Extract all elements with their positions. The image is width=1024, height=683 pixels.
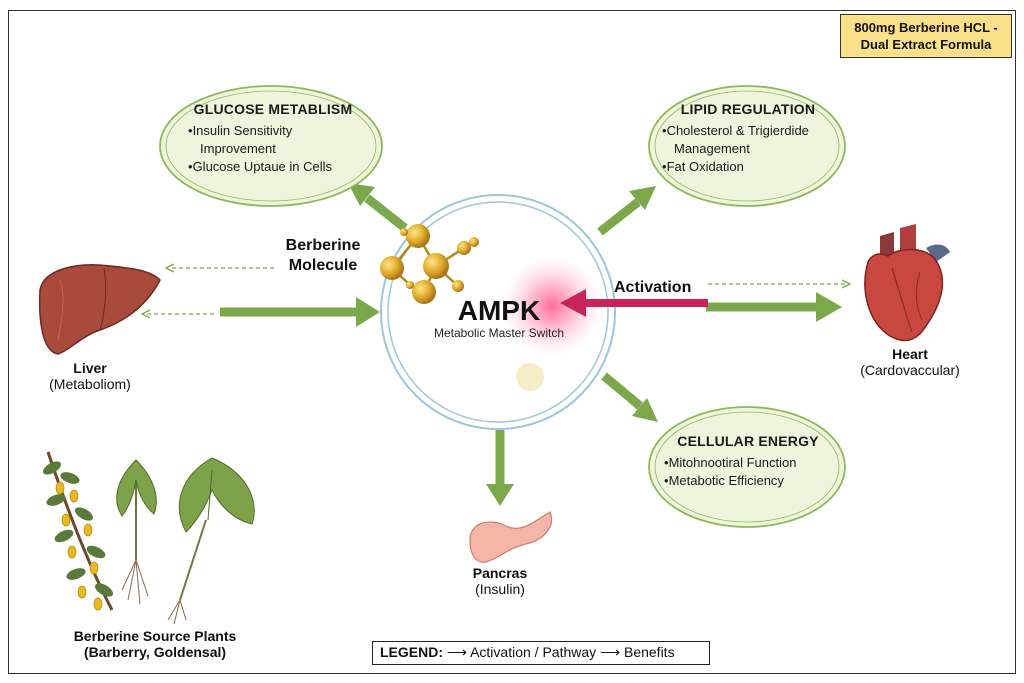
glucose-oval-text: GLUCOSE METABLISM Insulin Sensitivity Im…: [188, 101, 358, 176]
lipid-oval: [648, 85, 846, 207]
energy-item: Mitohnootiral Function: [664, 454, 832, 472]
glucose-item: Improvement: [200, 141, 276, 156]
liver-name: Liver: [73, 360, 107, 376]
heart-name: Heart: [892, 346, 928, 362]
molecule-label: Berberine Molecule: [270, 236, 376, 276]
dashed-arrows: [140, 263, 852, 319]
diagram-frame: [8, 10, 1016, 674]
pancreas-name: Pancras: [472, 565, 528, 581]
heart-icon: [864, 224, 950, 342]
ampk-label: AMPK Metabolic Master Switch: [416, 295, 582, 341]
legend-text: ⟶ Activation / Pathway ⟶ Benefits: [446, 644, 675, 660]
glucose-oval: [159, 85, 383, 207]
ampk-title: AMPK: [457, 295, 541, 326]
arrow-liver-to-center: [220, 297, 380, 327]
activation-label: Activation: [614, 279, 692, 296]
arrow-to-energy: [601, 372, 658, 422]
ampk-subtitle: Metabolic Master Switch: [433, 326, 565, 340]
lipid-item: Fat Oxidation: [662, 158, 834, 176]
glucose-item: Glucose Uptaue in Cells: [188, 158, 358, 176]
lipid-title: LIPID REGULATION: [680, 101, 816, 117]
plants-line-1: Berberine Source Plants: [73, 628, 237, 644]
plants-line-2: (Barberry, Goldensal): [83, 644, 227, 660]
lipid-item: Management: [674, 141, 750, 156]
molecule-label-line-1: Berberine: [285, 237, 361, 254]
legend-title: LEGEND:: [380, 644, 443, 660]
energy-title: CELLULAR ENERGY: [677, 433, 819, 449]
energy-oval-text: CELLULAR ENERGY Mitohnootiral Function M…: [664, 433, 832, 490]
molecule-label-line-2: Molecule: [288, 257, 358, 274]
heart-label: Heart (Cardovaccular): [845, 346, 975, 378]
heart-desc: (Cardovaccular): [860, 362, 960, 378]
arrow-to-heart: [706, 292, 842, 322]
liver-desc: (Metaboliom): [49, 376, 131, 392]
pancreas-label: Pancras (Insulin): [450, 565, 550, 597]
badge-line-2: Dual Extract Formula: [860, 37, 992, 52]
pancreas-desc: (Insulin): [475, 581, 525, 597]
plants-label: Berberine Source Plants (Barberry, Golde…: [40, 628, 270, 660]
lipid-oval-text: LIPID REGULATION Cholesterol & Trigierdi…: [662, 101, 834, 176]
legend: LEGEND: ⟶ Activation / Pathway ⟶ Benefit…: [372, 641, 710, 665]
berberine-molecule-icon: [380, 224, 479, 304]
energy-item: Metabotic Efficiency: [664, 472, 832, 490]
berberine-plants-icon: [42, 451, 255, 625]
liver-icon: [38, 264, 161, 355]
arrow-to-glucose: [348, 183, 408, 232]
badge-line-1: 800mg Berberine HCL -: [854, 20, 998, 35]
arrow-to-lipid: [597, 186, 656, 236]
pathway-arrows: [220, 183, 842, 506]
glucose-title: GLUCOSE METABLISM: [193, 101, 353, 117]
pancreas-icon: [469, 511, 553, 563]
glucose-item: Insulin Sensitivity: [188, 122, 358, 140]
activation-arrow: [560, 289, 708, 317]
arrow-to-pancreas: [486, 430, 514, 506]
lipid-item: Cholesterol & Trigierdide: [662, 122, 834, 140]
formula-badge: 800mg Berberine HCL - Dual Extract Formu…: [840, 14, 1012, 58]
liver-label: Liver (Metaboliom): [30, 360, 150, 392]
